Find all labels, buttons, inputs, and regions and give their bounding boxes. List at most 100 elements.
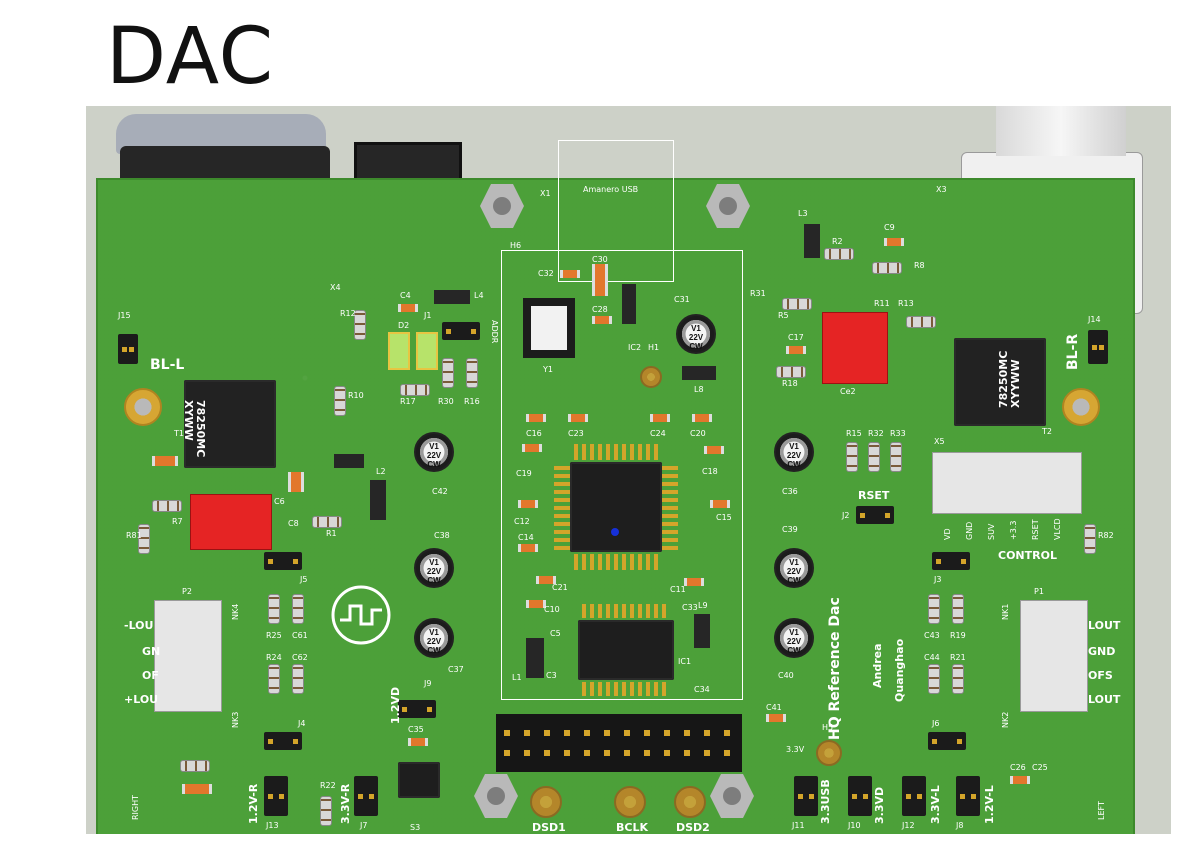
jumper-j1 (442, 322, 480, 340)
label-c28: C28 (592, 305, 608, 314)
label-c8: C8 (288, 519, 299, 528)
smd-c20 (692, 414, 712, 422)
resistor-r25 (268, 594, 280, 624)
label-r16: R16 (464, 397, 480, 406)
pcb-board: X1 Amanero USB X3 X4 H6 Y1 S3 (96, 140, 1135, 834)
label-j13: J13 (266, 821, 279, 830)
label-nk3: NK3 (231, 711, 240, 728)
smd-c30 (592, 264, 608, 296)
soic-pins-bottom (582, 682, 670, 696)
label-h6: H6 (510, 241, 522, 250)
label-j9: J9 (424, 679, 432, 688)
label-l3: L3 (798, 209, 808, 218)
smd-c28b (182, 784, 212, 794)
label-t1: T1 (174, 429, 184, 438)
header-pins-bottom (504, 750, 734, 756)
label-r21: R21 (950, 653, 966, 662)
label-r18: R18 (782, 379, 798, 388)
label-1-2v-r: 1.2V-R (247, 783, 260, 824)
smd-c11 (684, 578, 704, 586)
test-pad-3v3 (816, 740, 842, 766)
label-c6: C6 (274, 497, 285, 506)
resistor-r81 (138, 524, 150, 554)
led-d2 (416, 332, 438, 370)
resistor-r1 (312, 516, 342, 528)
label-c12: C12 (514, 517, 530, 526)
label-x4: X4 (330, 283, 341, 292)
pin-label-vlcd: VLCD (1053, 518, 1062, 540)
label-r5: R5 (778, 311, 789, 320)
label-c35: C35 (408, 725, 424, 734)
label-r11: R11 (874, 299, 890, 308)
resistor-r5 (782, 298, 812, 310)
test-pad-bclk (614, 786, 646, 818)
jumper-j8 (956, 776, 980, 816)
label-andrea: Andrea (871, 643, 884, 688)
module-outline (501, 250, 743, 700)
label-r31: R31 (750, 289, 766, 298)
label-c4: C4 (400, 291, 411, 300)
inductor-l2 (370, 480, 386, 520)
transformer-t1 (184, 380, 276, 468)
resistor-r16 (466, 358, 478, 388)
test-pad-dsd1 (530, 786, 562, 818)
test-pad-dsd2 (674, 786, 706, 818)
label-dsd2: DSD2 (676, 821, 710, 834)
resistor-r82 (1084, 524, 1096, 554)
jumper-j14 (1088, 330, 1108, 364)
smd-c4 (398, 304, 418, 312)
label-c19: C19 (516, 469, 532, 478)
transformer-t2 (954, 338, 1046, 426)
chip-label-t2-sub: XYYWW (1009, 359, 1022, 408)
label-j15: J15 (118, 311, 131, 320)
label-3-3vd: 3.3VD (873, 786, 886, 824)
label-ofs-right: OFS (1088, 669, 1113, 682)
resistor-c29 (180, 760, 210, 772)
label-r2: R2 (832, 237, 843, 246)
label-r25: R25 (266, 631, 282, 640)
chip-s3 (398, 762, 440, 798)
label-l8: L8 (694, 385, 704, 394)
smd-c23 (568, 414, 588, 422)
smd-c35 (408, 738, 428, 746)
pcb-logo-wave (340, 604, 382, 626)
label-dsd1: DSD1 (532, 821, 566, 834)
label-3v3: 3.3V (786, 745, 805, 754)
label-c3: C3 (546, 671, 557, 680)
label-3-3v-r: 3.3V-R (339, 783, 352, 824)
soic-pins-top (582, 604, 670, 618)
main-qfp-chip (570, 462, 662, 552)
label-r19: R19 (950, 631, 966, 640)
resistor-c62 (292, 664, 304, 694)
label-r8: R8 (914, 261, 925, 270)
label-c26: C26 (1010, 763, 1026, 772)
inductor-l8 (682, 366, 716, 380)
label-p2: P2 (182, 587, 192, 596)
label-h5: H5 (822, 723, 834, 732)
label-j3: J3 (934, 575, 942, 584)
label-gnd-right: GND (1088, 645, 1116, 658)
label-j7: J7 (360, 821, 368, 830)
label-r13: R13 (898, 299, 914, 308)
smd-c32 (560, 270, 580, 278)
smd-c19 (522, 444, 542, 452)
smd-c28 (592, 316, 612, 324)
label-t2: T2 (1042, 427, 1052, 436)
jumper-rset (856, 506, 894, 524)
label-c16: C16 (526, 429, 542, 438)
label-c25: C25 (1032, 763, 1048, 772)
resistor-r13 (906, 316, 936, 328)
smd-c16 (526, 414, 546, 422)
smd-c14 (518, 544, 538, 552)
label-c33: C33 (682, 603, 698, 612)
label-3-3usb: 3.3USB (819, 779, 832, 824)
label-c15: C15 (716, 513, 732, 522)
label-c24: C24 (650, 429, 666, 438)
label-c42: C42 (432, 487, 448, 496)
